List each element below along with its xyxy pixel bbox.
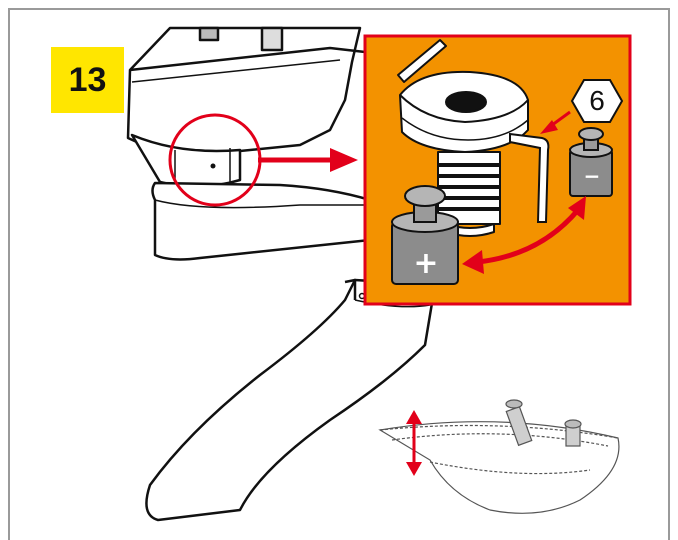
heavier-symbol: + [413,245,439,281]
chair-arm-drawing [126,26,437,522]
tool-pointer-icon [540,110,571,134]
height-arrow-icon [406,410,422,476]
weight-minus-icon [569,127,613,197]
weight-plus-icon [391,185,459,285]
tool-size-label: 6 [589,85,605,116]
pointer-arrow-icon [258,148,358,172]
small-basin-drawing [378,399,620,514]
step-number: 13 [68,60,107,99]
adjust-arrow-icon [462,196,586,274]
hex-key-icon [509,132,550,223]
lighter-symbol: − [583,164,601,188]
illustration-frame [8,8,670,540]
hex-size-badge [570,79,624,123]
step-badge-bg [51,47,124,113]
